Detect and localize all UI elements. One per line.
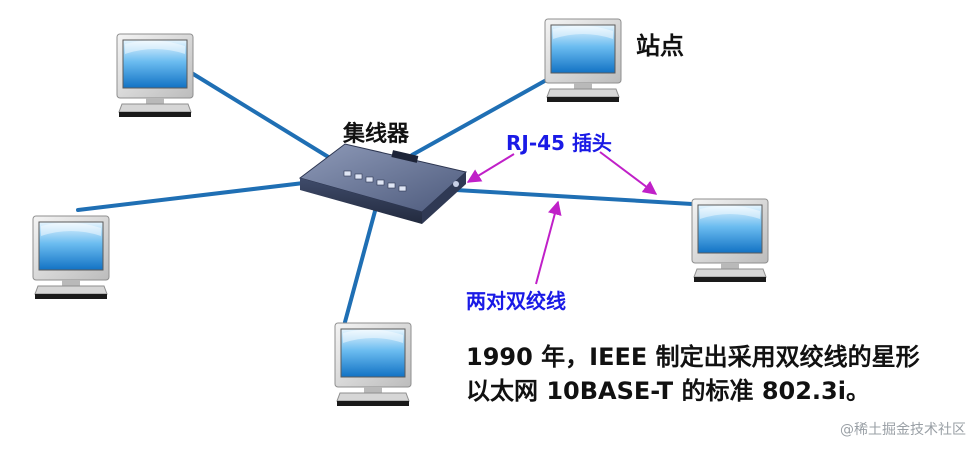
watermark: @稀土掘金技术社区 (840, 422, 966, 438)
cable-top-left (188, 70, 332, 160)
computer-monitor-icon (32, 215, 110, 300)
caption: 1990 年，IEEE 制定出采用双绞线的星形 以太网 10BASE-T 的标准… (466, 340, 920, 408)
computer-monitor-icon (334, 322, 412, 407)
computer-monitor-icon (116, 33, 194, 118)
network-hub-icon (298, 143, 468, 224)
hub-label: 集线器 (343, 122, 410, 147)
cable-left (76, 180, 314, 212)
caption-line-2: 以太网 10BASE-T 的标准 802.3i。 (466, 377, 870, 405)
arrow-icon (599, 151, 658, 195)
cable-bottom (343, 198, 380, 324)
computer-monitor-icon (691, 198, 769, 283)
computer-monitor-icon (544, 18, 622, 103)
arrow-icon (466, 153, 515, 183)
station-label: 站点 (636, 32, 684, 60)
cable-right (454, 188, 694, 206)
rj45-connector-label: RJ-45 插头 (506, 131, 612, 155)
arrow-icon (535, 200, 562, 285)
cables (76, 70, 694, 324)
pointer-arrows (466, 151, 658, 285)
twisted-pair-label: 两对双绞线 (466, 289, 566, 313)
caption-line-1: 1990 年，IEEE 制定出采用双绞线的星形 (466, 343, 920, 371)
cable-top-right (410, 76, 552, 157)
